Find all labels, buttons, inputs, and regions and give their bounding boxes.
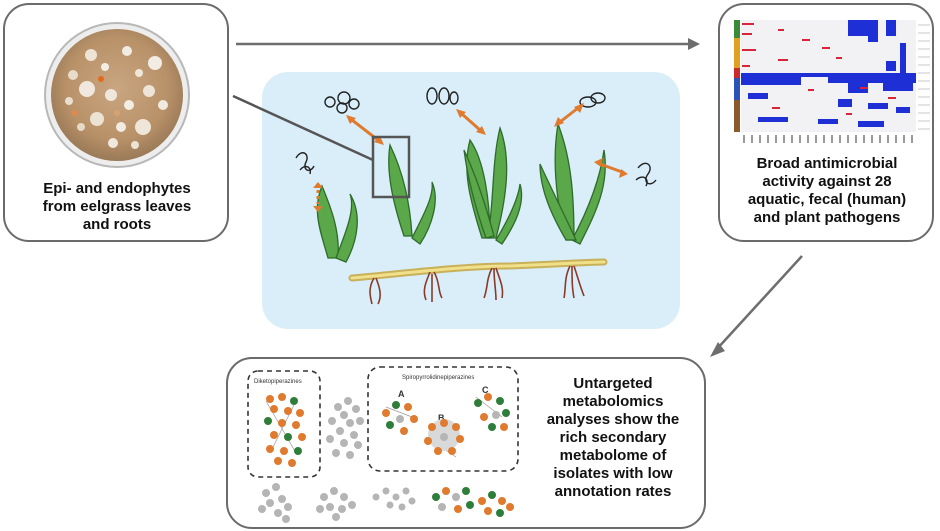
caption-line: isolates with low (553, 465, 673, 482)
antimicrobial-heatmap (734, 20, 930, 143)
zoom-connector (232, 94, 374, 162)
caption-line: activity against 28 (762, 173, 892, 190)
microbe-icons (295, 87, 657, 187)
caption-line: metabolome of (559, 447, 667, 464)
spiro-group (367, 366, 519, 472)
caption-line: Untargeted (573, 375, 653, 392)
caption-line: rich secondary (559, 429, 667, 446)
metabolomics-caption: Untargeted metabolomics analyses show th… (528, 375, 698, 501)
caption-line: analyses show the (546, 411, 680, 428)
cluster-letter-c: C (482, 385, 489, 395)
caption-line: from eelgrass leaves (42, 198, 192, 215)
metabolomics-panel: Diketopiperazines Spiropyrrolidinepipera… (226, 357, 706, 529)
caption-line: annotation rates (554, 483, 672, 500)
process-arrow-to-metabolomics (710, 255, 803, 357)
diketopiperazines-group (247, 370, 321, 478)
caption-line: Broad antimicrobial (756, 155, 898, 172)
activity-panel: Broad antimicrobial activity against 28 … (718, 3, 934, 242)
diketopiperazine-nodes (264, 393, 306, 467)
caption-line: and roots (82, 216, 152, 233)
isolation-panel: Epi- and endophytes from eelgrass leaves… (3, 3, 229, 242)
leaf-zoom-box (371, 135, 411, 199)
caption-line: aquatic, fecal (human) (747, 191, 907, 208)
activity-caption: Broad antimicrobial activity against 28 … (724, 155, 930, 227)
spiro-label: Spiropyrrolidinepiperazines (402, 375, 474, 381)
caption-line: Epi- and endophytes (43, 180, 191, 197)
petri-dish-image (44, 22, 190, 168)
unannotated-nodes (258, 397, 416, 523)
interaction-arrows (313, 103, 628, 212)
roots (369, 265, 585, 305)
isolation-caption: Epi- and endophytes from eelgrass leaves… (9, 180, 225, 234)
small-clusters (432, 487, 514, 517)
caption-line: metabolomics (562, 393, 664, 410)
caption-line: and plant pathogens (753, 209, 901, 226)
eelgrass-plants (316, 121, 606, 263)
cluster-letter-a: A (398, 389, 405, 399)
spiro-nodes (382, 393, 510, 455)
cluster-letter-b: B (438, 413, 445, 423)
diketopiperazines-label: Diketopiperazines (254, 379, 302, 385)
molecular-network: Diketopiperazines Spiropyrrolidinepipera… (247, 366, 519, 523)
process-arrow-to-activity (236, 38, 700, 50)
